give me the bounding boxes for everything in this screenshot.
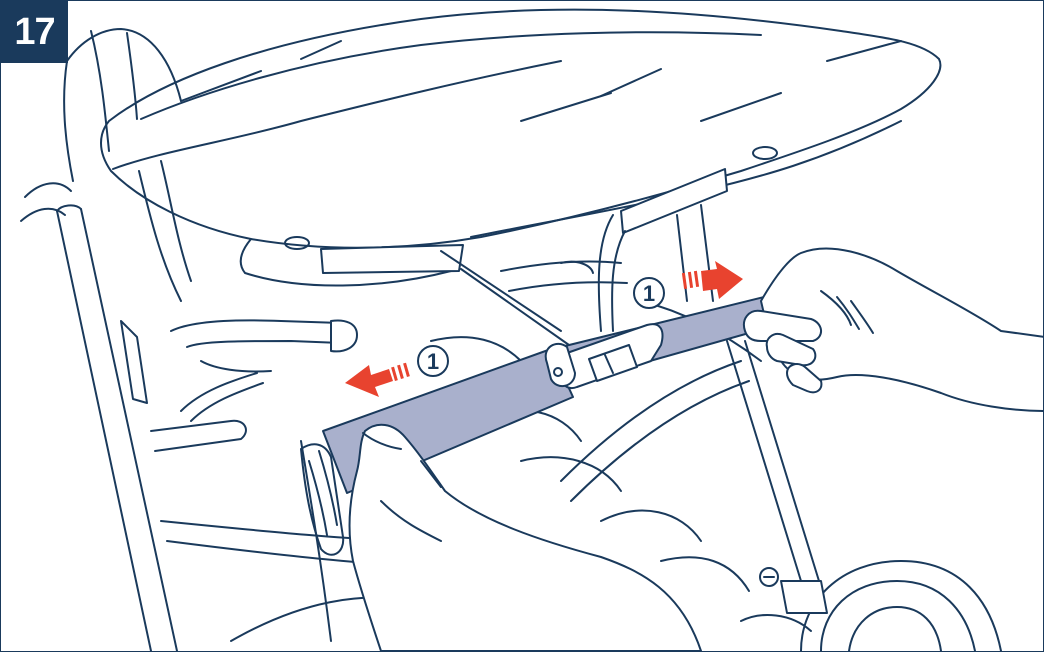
harness-shoulder-straps bbox=[321, 169, 727, 345]
hood-side-fabric bbox=[21, 29, 191, 301]
canopy bbox=[101, 10, 940, 286]
left-hand bbox=[301, 425, 701, 651]
step-number-badge: 17 bbox=[1, 1, 68, 63]
callout-1-right: 1 bbox=[634, 278, 664, 308]
right-hand bbox=[744, 248, 1044, 411]
stroller-frame-left bbox=[57, 205, 263, 651]
strap-pull-left-arrow-icon bbox=[345, 363, 410, 397]
callout-1-right-label: 1 bbox=[643, 281, 655, 306]
harness-buckle bbox=[546, 324, 663, 388]
callout-1-left: 1 bbox=[418, 346, 448, 376]
front-wheel bbox=[741, 561, 1001, 651]
handlebar bbox=[171, 320, 357, 371]
callout-1-left-label: 1 bbox=[427, 349, 439, 374]
